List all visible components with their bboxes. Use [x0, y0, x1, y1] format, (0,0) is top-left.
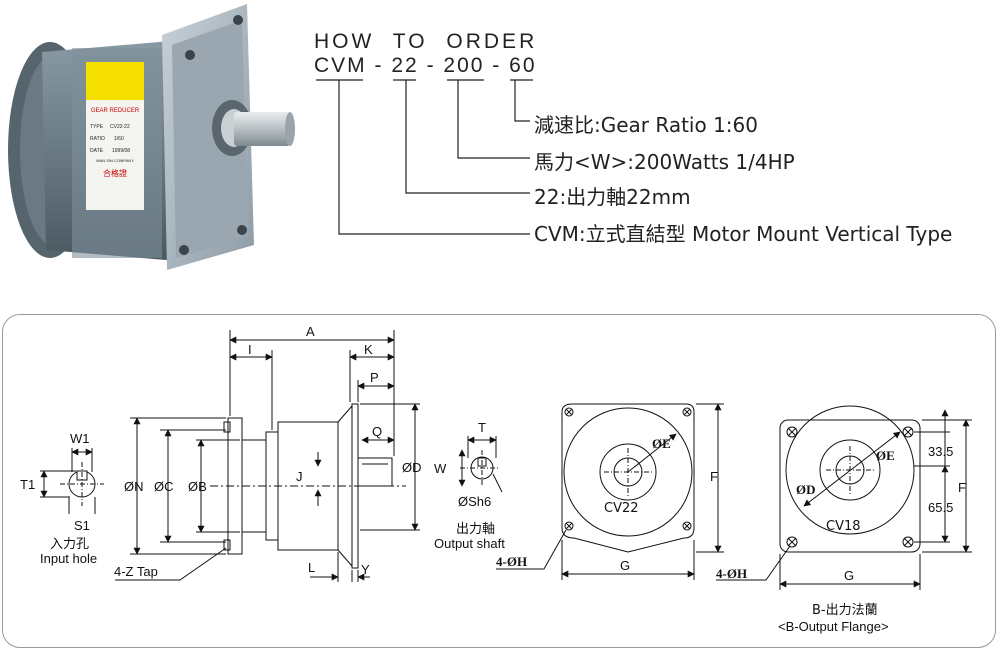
order-leader-lines [316, 79, 533, 235]
order-shaft-line: 22:出力軸22mm [534, 185, 691, 209]
svg-text:合格證: 合格證 [103, 168, 127, 178]
cv22-label: CV22 [604, 501, 639, 516]
dim-B: ØB [188, 479, 207, 494]
dim-N: ØN [124, 479, 144, 494]
input-hole-caption-cn: 入力孔 [50, 537, 89, 552]
cv22-front-view [496, 403, 724, 580]
how-to-order-title: HOW TO ORDER [314, 30, 538, 53]
dim-W: W [434, 461, 447, 476]
dim-T1: T1 [20, 477, 35, 492]
code-shaft: 22 [391, 54, 419, 77]
dim-65-5: 65.5 [928, 500, 953, 515]
bolt-hole-icon [786, 426, 914, 548]
order-model-line: CVM:立式直結型 Motor Mount Vertical Type [534, 222, 953, 246]
flange-caption-en: <B-Output Flange> [778, 619, 889, 634]
flange-caption-cn: B-出力法蘭 [812, 602, 878, 618]
cv18-label: CV18 [826, 519, 861, 534]
dim-P: P [370, 370, 379, 385]
dim-G-cv18: G [844, 568, 854, 583]
code-sep: - [492, 54, 502, 77]
svg-text:RATIO: RATIO [90, 136, 105, 142]
dim-W1: W1 [70, 431, 90, 446]
code-sep: - [426, 54, 436, 77]
dim-S1: S1 [74, 518, 90, 533]
input-hole-caption-en: Input hole [40, 551, 97, 566]
product-label: GEAR REDUCER TYPE CV22-22 RATIO 1/60 DAT… [86, 62, 144, 210]
svg-text:1/60: 1/60 [114, 136, 124, 142]
dim-K: K [364, 342, 373, 357]
dim-G: G [620, 558, 630, 573]
svg-text:TYPE: TYPE [90, 124, 104, 130]
side-view [115, 330, 420, 582]
dim-H-cv18: 4-ØH [716, 566, 747, 581]
code-power: 200 [443, 54, 485, 77]
dim-J: J [296, 469, 303, 484]
dim-I: I [248, 342, 252, 357]
dim-Y: Y [361, 562, 370, 577]
code-ratio: 60 [509, 54, 537, 77]
code-model: CVM [314, 54, 367, 77]
dim-33-5: 33.5 [928, 444, 953, 459]
output-shaft-detail [458, 436, 503, 493]
output-shaft-caption-cn: 出力軸 [456, 522, 495, 537]
svg-text:1999/08: 1999/08 [112, 148, 130, 154]
dim-Sh6: ØSh6 [458, 494, 491, 509]
svg-text:CV22-22: CV22-22 [110, 124, 130, 130]
svg-text:WAN SIN COMPANY: WAN SIN COMPANY [96, 158, 134, 163]
dim-H: 4-ØH [496, 554, 527, 569]
order-power-line: 馬力<W>:200Watts 1/4HP [534, 150, 795, 174]
dim-tap: 4-Z Tap [114, 564, 158, 579]
svg-text:GEAR REDUCER: GEAR REDUCER [91, 108, 140, 114]
dim-Q: Q [372, 424, 382, 439]
code-sep: - [374, 54, 384, 77]
input-hole-detail [40, 448, 104, 514]
svg-text:DATE: DATE [90, 148, 104, 154]
dim-T: T [478, 420, 486, 435]
dim-F: F [710, 469, 718, 484]
dim-A: A [306, 324, 315, 339]
order-ratio-line: 減速比:Gear Ratio 1:60 [534, 113, 758, 137]
dim-E: ØE [652, 436, 671, 451]
dimension-drawing-panel [2, 314, 996, 648]
dim-E-cv18: ØE [876, 448, 895, 463]
dim-D-cv18: ØD [796, 482, 816, 497]
bolt-hole-icon [564, 407, 692, 531]
dim-D: ØD [402, 460, 422, 475]
dim-F-cv18: F [958, 480, 966, 495]
gear-reducer-photo: GEAR REDUCER TYPE CV22-22 RATIO 1/60 DAT… [8, 4, 295, 270]
dim-C: ØC [154, 479, 174, 494]
dim-L: L [308, 560, 315, 575]
cv18-front-view [716, 405, 972, 590]
output-shaft-caption-en: Output shaft [434, 536, 505, 551]
order-code: CVM - 22 - 200 - 60 [314, 54, 537, 78]
